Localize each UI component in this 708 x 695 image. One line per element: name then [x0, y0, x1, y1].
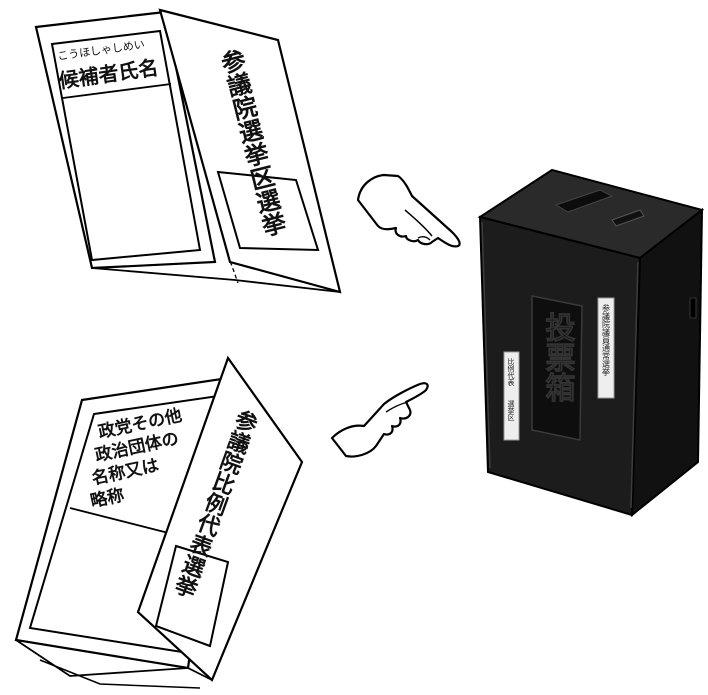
ballot-box: 投票箱 参議院議員通常選挙 比例代表 選挙区 — [480, 170, 702, 515]
left-sticker-top-text: 比例代表 — [507, 357, 515, 387]
side-latch — [690, 298, 696, 318]
right-sticker-text: 参議院議員通常選挙 — [602, 303, 611, 376]
ballot-top: こうほしゃしめい 候補者氏名 参議院選挙区選挙 — [36, 10, 340, 292]
ballot-bottom: 政党その他 政治団体の 名称又は 略称 参議院比例代表選挙 — [16, 358, 302, 688]
pointing-hand-bottom — [332, 383, 428, 456]
ballot-box-front-label: 投票箱 — [540, 312, 576, 402]
left-sticker-bottom-text: 選挙区 — [507, 399, 515, 421]
ballot-box-side — [632, 210, 702, 515]
pointing-hand-top — [358, 175, 460, 246]
